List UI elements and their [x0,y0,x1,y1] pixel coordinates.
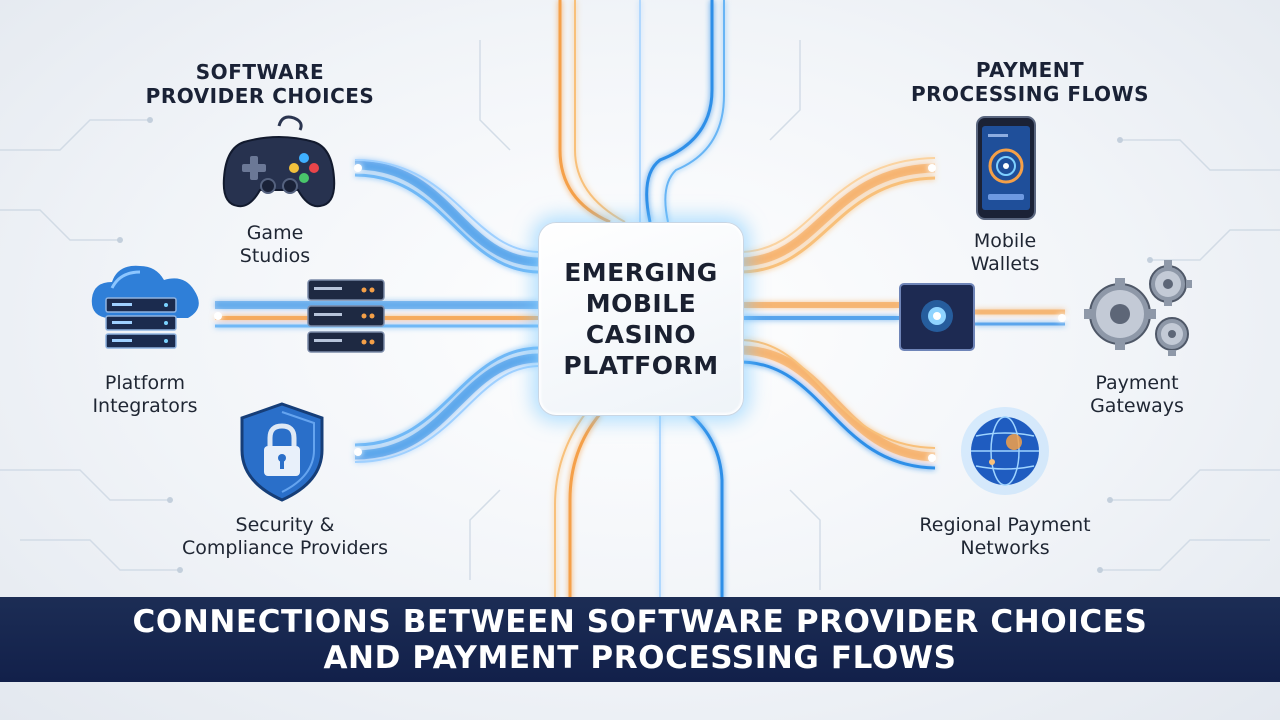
banner-title: CONNECTIONS BETWEEN SOFTWARE PROVIDER CH… [132,603,1148,676]
cloud-server-icon [91,265,199,349]
server-rack-icon [307,279,385,353]
globe-icon [961,407,1049,495]
vertical-feeds [554,0,725,600]
payment-chip-icon [899,283,975,351]
right-flows [741,157,1065,470]
payment-gateways-label: Payment Gateways [1090,372,1184,417]
game-studios-label: Game Studios [239,222,311,267]
shield-lock-icon [240,402,324,502]
title-banner: CONNECTIONS BETWEEN SOFTWARE PROVIDER CH… [0,597,1280,682]
gears-icon [1084,260,1192,356]
central-platform-node: EMERGING MOBILE CASINO PLATFORM [538,222,744,416]
game-controller-icon [222,115,336,208]
platform-integrators-label: Platform Integrators [92,372,198,417]
circuit-traces [0,40,1280,590]
regional-networks-label: Regional Payment Networks [919,514,1091,559]
software-providers-heading: SOFTWARE PROVIDER CHOICES [145,60,375,108]
mobile-wallets-label: Mobile Wallets [970,230,1040,275]
smartphone-icon [976,116,1036,220]
payment-flows-heading: PAYMENT PROCESSING FLOWS [910,58,1150,106]
security-compliance-label: Security & Compliance Providers [181,514,388,559]
center-title: EMERGING MOBILE CASINO PLATFORM [563,258,719,380]
